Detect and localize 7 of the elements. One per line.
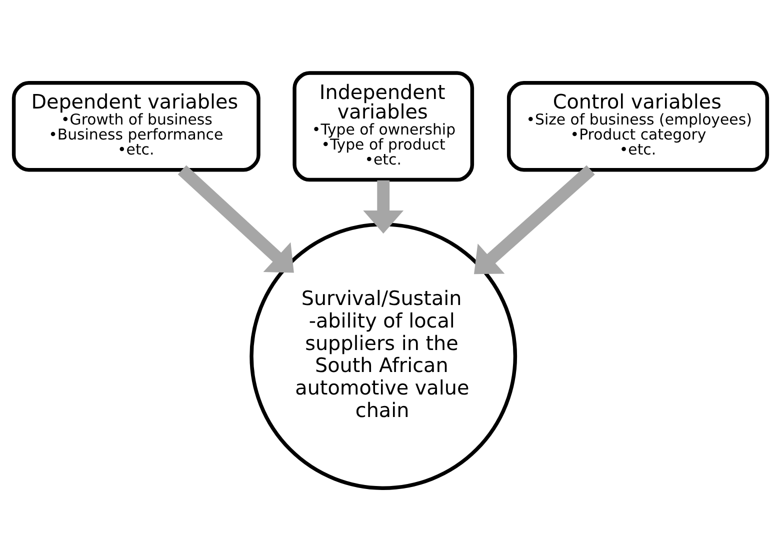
node-box: Control variables •Size of business (employees) •Product category •etc. <box>506 80 770 172</box>
node-circle: Survival/Sustain -ability of local suppliers in the South African automotive value chain <box>250 222 518 490</box>
arrow <box>363 180 404 234</box>
arrow <box>474 164 595 274</box>
node-box: Dependent variables •Growth of business •Business performance •etc. <box>12 80 260 172</box>
arrow <box>178 164 294 272</box>
node-box: Independent variables •Type of ownership •Type of product •etc. <box>292 70 474 182</box>
